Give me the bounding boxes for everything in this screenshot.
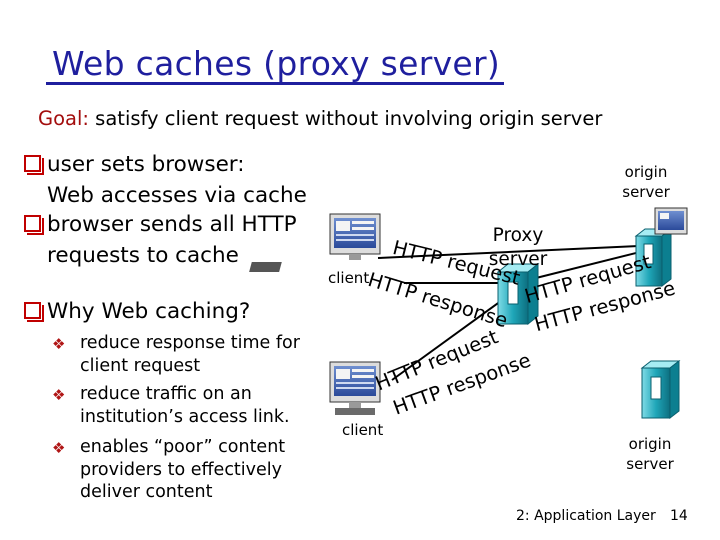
label-line: origin [624,163,668,181]
sub-bullet-line: enables “poor” content [80,437,286,457]
label-line: server [626,455,674,473]
bullet-why-caching: Why Web caching? [24,296,251,327]
bullet-requests-to-cache: browser sends all HTTP requests to cache [24,209,297,271]
bullet-line: Why Web caching? [47,299,251,324]
slide-title: Web caches (proxy server) [52,44,501,83]
origin-server-bottom-tower-icon [640,359,681,420]
sub-bullet-line: providers to effectively [80,459,283,480]
bullet-browser-setup: user sets browser: Web accesses via cach… [24,149,307,211]
page-number: 14 [670,508,688,524]
origin-server-top-tower-icon [634,207,688,288]
proxy-server-label: Proxy server [472,224,564,272]
origin-server-bottom-label: origin server [610,434,690,474]
link-proxy-origin [519,247,657,283]
sub-bullet-line: reduce traffic on an [80,384,252,404]
bullet-line: user sets browser: [47,152,245,177]
sub-bullet-traffic: ❖ reduce traffic on an institution’s acc… [52,383,290,428]
diamond-check-icon: ❖ [52,439,66,457]
sub-bullet-line: institution’s access link. [80,406,290,427]
sub-bullet-line: deliver content [80,482,213,502]
label-line: origin [628,435,672,453]
label-line: Proxy [492,225,544,246]
goal-label: Goal: [38,107,89,130]
diamond-check-icon: ❖ [52,386,66,404]
diamond-check-icon: ❖ [52,335,66,353]
origin-server-top-label: origin server [606,162,686,202]
goal-line: Goal: satisfy client request without inv… [38,107,602,130]
network-links [377,245,657,381]
link-client2-proxy [391,289,517,381]
bullet-line: browser sends all HTTP [47,212,297,237]
title-underline [46,82,504,85]
goal-text: satisfy client request without involving… [88,107,603,130]
sub-bullet-poor-providers: ❖ enables “poor” content providers to ef… [52,436,286,504]
sub-bullet-response-time: ❖ reduce response time for client reques… [52,332,300,377]
link-client-origin [377,245,639,259]
bullet-line: requests to cache [47,243,239,268]
bullet-marker-icon [24,302,44,322]
footer-chapter: 2: Application Layer [516,508,656,524]
proxy-server-tower-icon [496,262,540,326]
sub-bullet-line: client request [80,355,201,376]
label-line: server [622,183,670,201]
client-bottom-label: client [342,421,384,439]
bullet-marker-icon [24,215,44,235]
bullet-line: Web accesses via cache [47,183,307,208]
client-top-label: client [328,269,370,287]
client-top-computer-icon [249,213,381,272]
client-bottom-computer-icon [329,361,381,415]
label-line: server [488,249,548,270]
bullet-marker-icon [24,155,44,175]
sub-bullet-line: reduce response time for [80,333,300,353]
